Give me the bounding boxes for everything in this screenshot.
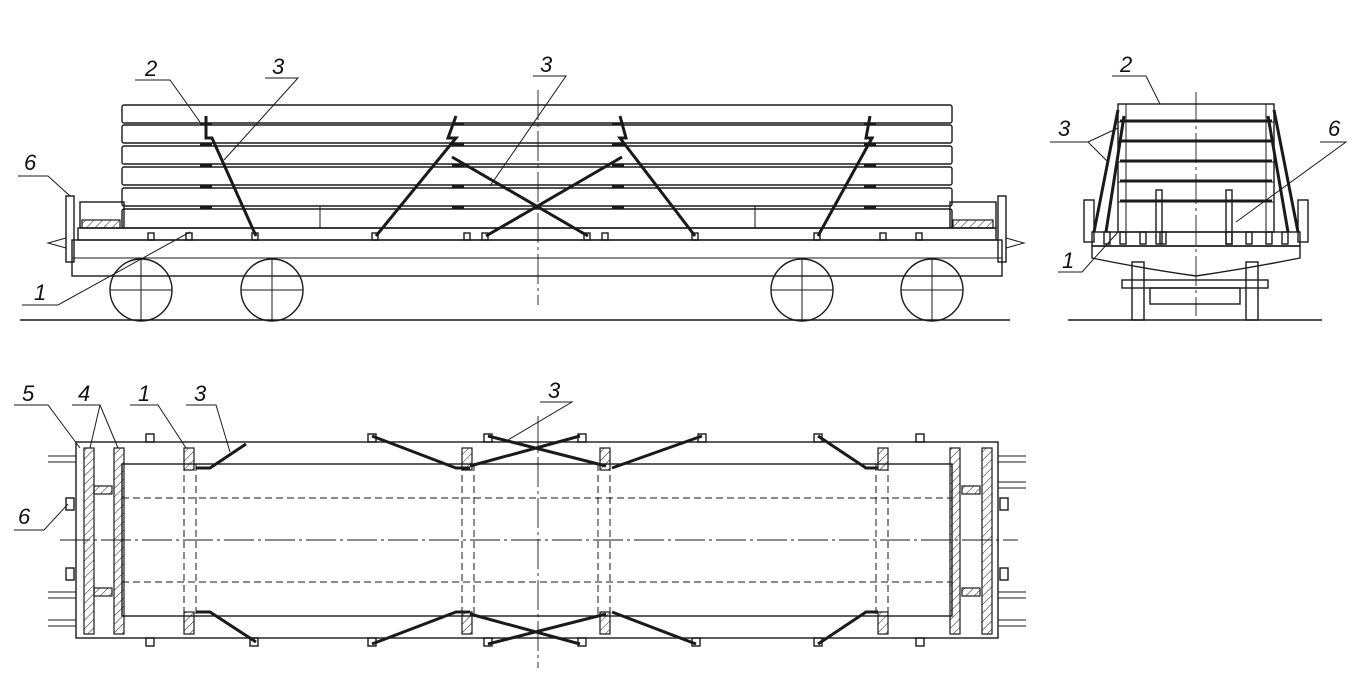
callout-3: 3: [1058, 116, 1071, 141]
callout-2: 2: [1119, 52, 1132, 77]
callout-6: 6: [24, 150, 37, 175]
load-stack: [121, 104, 953, 229]
callout-3: 3: [272, 54, 285, 79]
callout-6: 6: [18, 504, 31, 529]
end-stop-left: [65, 195, 75, 263]
callout-3: 3: [540, 52, 553, 77]
wheel-sets: [109, 258, 964, 322]
end-stop-right: [997, 195, 1007, 263]
side-callouts: 2 3 3 6 1: [18, 52, 567, 306]
wagon-floor: [77, 227, 997, 241]
end-bar: [949, 447, 961, 635]
side-view: 2 3 3 6 1: [18, 52, 1026, 322]
end-bar: [113, 447, 125, 635]
plan-view: 5 4 1 3 3 6: [14, 378, 1026, 668]
callout-5: 5: [22, 381, 35, 406]
tie-down-wires: [204, 115, 875, 238]
callout-1: 1: [34, 280, 46, 305]
callout-1: 1: [138, 381, 150, 406]
callout-2: 2: [144, 56, 157, 81]
callout-1: 1: [1062, 248, 1074, 273]
tie-down-wires-plan: [196, 434, 878, 646]
callout-6: 6: [1328, 116, 1341, 141]
end-bar: [83, 447, 95, 635]
callout-3: 3: [194, 381, 207, 406]
end-view: 2 3 6 1: [1050, 52, 1348, 321]
end-bar: [981, 447, 993, 635]
callout-3: 3: [548, 378, 561, 403]
callout-4: 4: [78, 381, 90, 406]
